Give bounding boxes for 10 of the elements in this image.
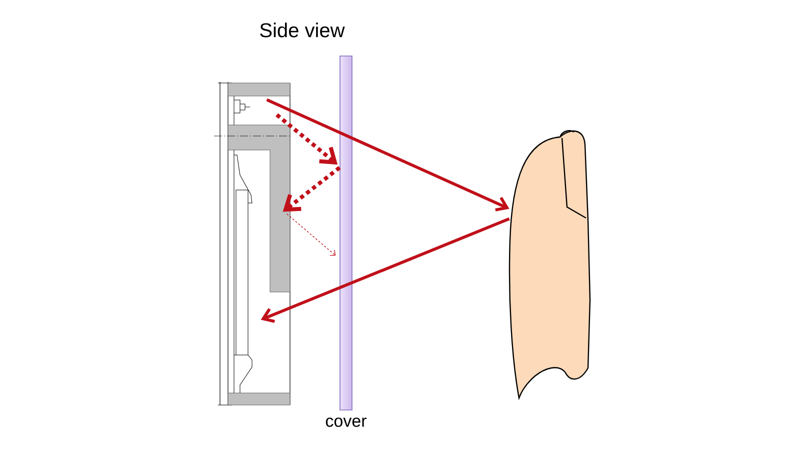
arrow [286, 213, 336, 256]
sensor-drawing [214, 82, 292, 406]
finger-drawing [508, 130, 591, 399]
title: Side view [260, 22, 345, 38]
arrow [266, 98, 510, 212]
cover-bar: cover [326, 56, 366, 427]
arrow [282, 166, 341, 212]
arrow [276, 113, 338, 165]
node-label: cover [326, 418, 367, 427]
arrow [260, 217, 510, 323]
